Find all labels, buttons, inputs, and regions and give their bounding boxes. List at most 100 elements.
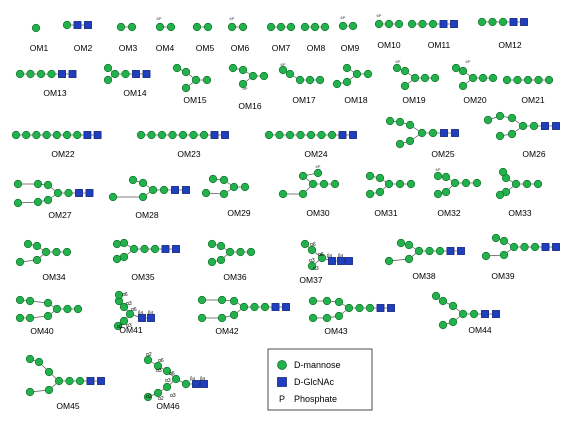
glcnac-node [552,122,560,130]
structure-label-om31: OM31 [374,208,397,218]
mannose-node [26,69,35,79]
mannose-node [25,313,35,323]
glcnac-node [345,257,353,265]
mannose-node [451,63,461,73]
structure-label-om41: OM41 [119,325,142,335]
mannose-node [375,187,385,197]
mannose-node [207,239,217,249]
glcnac-node [221,131,229,139]
mannose-node [478,73,488,83]
mannose-node [458,309,468,319]
mannose-node [114,290,124,300]
mannose-node [216,255,226,265]
mannose-node [129,244,139,254]
mannose-node [238,22,248,32]
mannose-node [518,121,528,131]
mannose-node [52,130,61,140]
structure-label-om46: OM46 [156,401,179,411]
mannose-node [159,185,169,195]
structure-label-om25: OM25 [431,149,454,159]
mannose-node [417,128,427,138]
mannose-node [197,295,207,305]
mannose-node [375,173,385,183]
mannose-node [384,19,394,29]
structure-label-om22: OM22 [51,149,74,159]
structure-label-om2: OM2 [74,43,93,53]
linkage-label: α2 [146,352,152,358]
mannose-node [507,129,517,139]
glcnac-node [440,129,448,137]
mannose-node [25,296,35,306]
mannose-node [248,71,258,81]
mannose-node [13,179,23,189]
phosphate-mark: 6P [243,86,248,91]
mannose-node [306,130,316,140]
mannose-node [250,302,259,312]
mannose-node [168,130,177,140]
mannose-node [499,250,509,260]
mannose-node [62,247,72,257]
mannose-node [227,22,237,32]
glcnac-node [282,303,290,311]
linkage-label: α6 [310,242,316,248]
structure-label-om24: OM24 [304,149,327,159]
linkage-label: α2 [146,394,152,400]
mannose-node [428,19,438,29]
mannose-node [433,189,443,199]
mannose-node [305,75,315,85]
mannose-node [404,240,414,250]
phosphate-mark: 6P [396,59,401,64]
structure-label-om19: OM19 [402,95,425,105]
mannose-node [36,69,46,79]
glcnac-node [138,314,146,322]
mannose-node [150,244,160,254]
structure-label-om13: OM13 [43,88,66,98]
mannose-node [25,387,35,397]
mannose-node [334,297,344,307]
glcnac-node [451,129,459,137]
mannose-node [495,111,505,121]
legend-glcnac-icon [277,377,287,387]
mannose-node [238,79,248,89]
glcnac-node [97,377,105,385]
mannose-node [216,241,226,251]
mannose-node [332,79,342,89]
mannose-node [147,130,156,140]
legend-phosphate-symbol: P [279,394,285,404]
mannose-node [441,187,451,197]
mannose-node [148,185,158,195]
mannose-node [322,313,332,323]
mannose-node [31,23,41,33]
structure-label-om7: OM7 [272,43,291,53]
mannose-node [285,130,295,140]
legend-mannose-label: D-mannose [294,360,341,370]
mannose-node [203,22,213,32]
mannose-node [143,392,153,402]
mannose-node [313,168,323,178]
structure-label-om21: OM21 [521,95,544,105]
mannose-node [103,75,113,85]
glcnac-node [387,304,395,312]
mannose-node [308,296,318,306]
mannose-node [327,130,337,140]
mannose-node [407,19,417,29]
mannose-node [143,355,153,365]
mannose-node [394,19,404,29]
structure-label-om20: OM20 [463,95,486,105]
glcnac-node [541,243,550,251]
structure-label-om12: OM12 [498,40,521,50]
mannose-node [428,128,438,138]
mannose-node [199,130,209,140]
structure-label-om1: OM1 [30,43,49,53]
mannose-node [73,304,83,314]
glcnac-node [83,131,92,139]
mannose-node [344,303,354,313]
glcnac-node [457,247,465,255]
structure-label-om26: OM26 [522,149,545,159]
mannose-node [317,130,326,140]
mannose-node [469,309,479,319]
glcnac-node [492,310,500,318]
mannose-node [488,17,497,27]
mannose-node [207,257,217,267]
